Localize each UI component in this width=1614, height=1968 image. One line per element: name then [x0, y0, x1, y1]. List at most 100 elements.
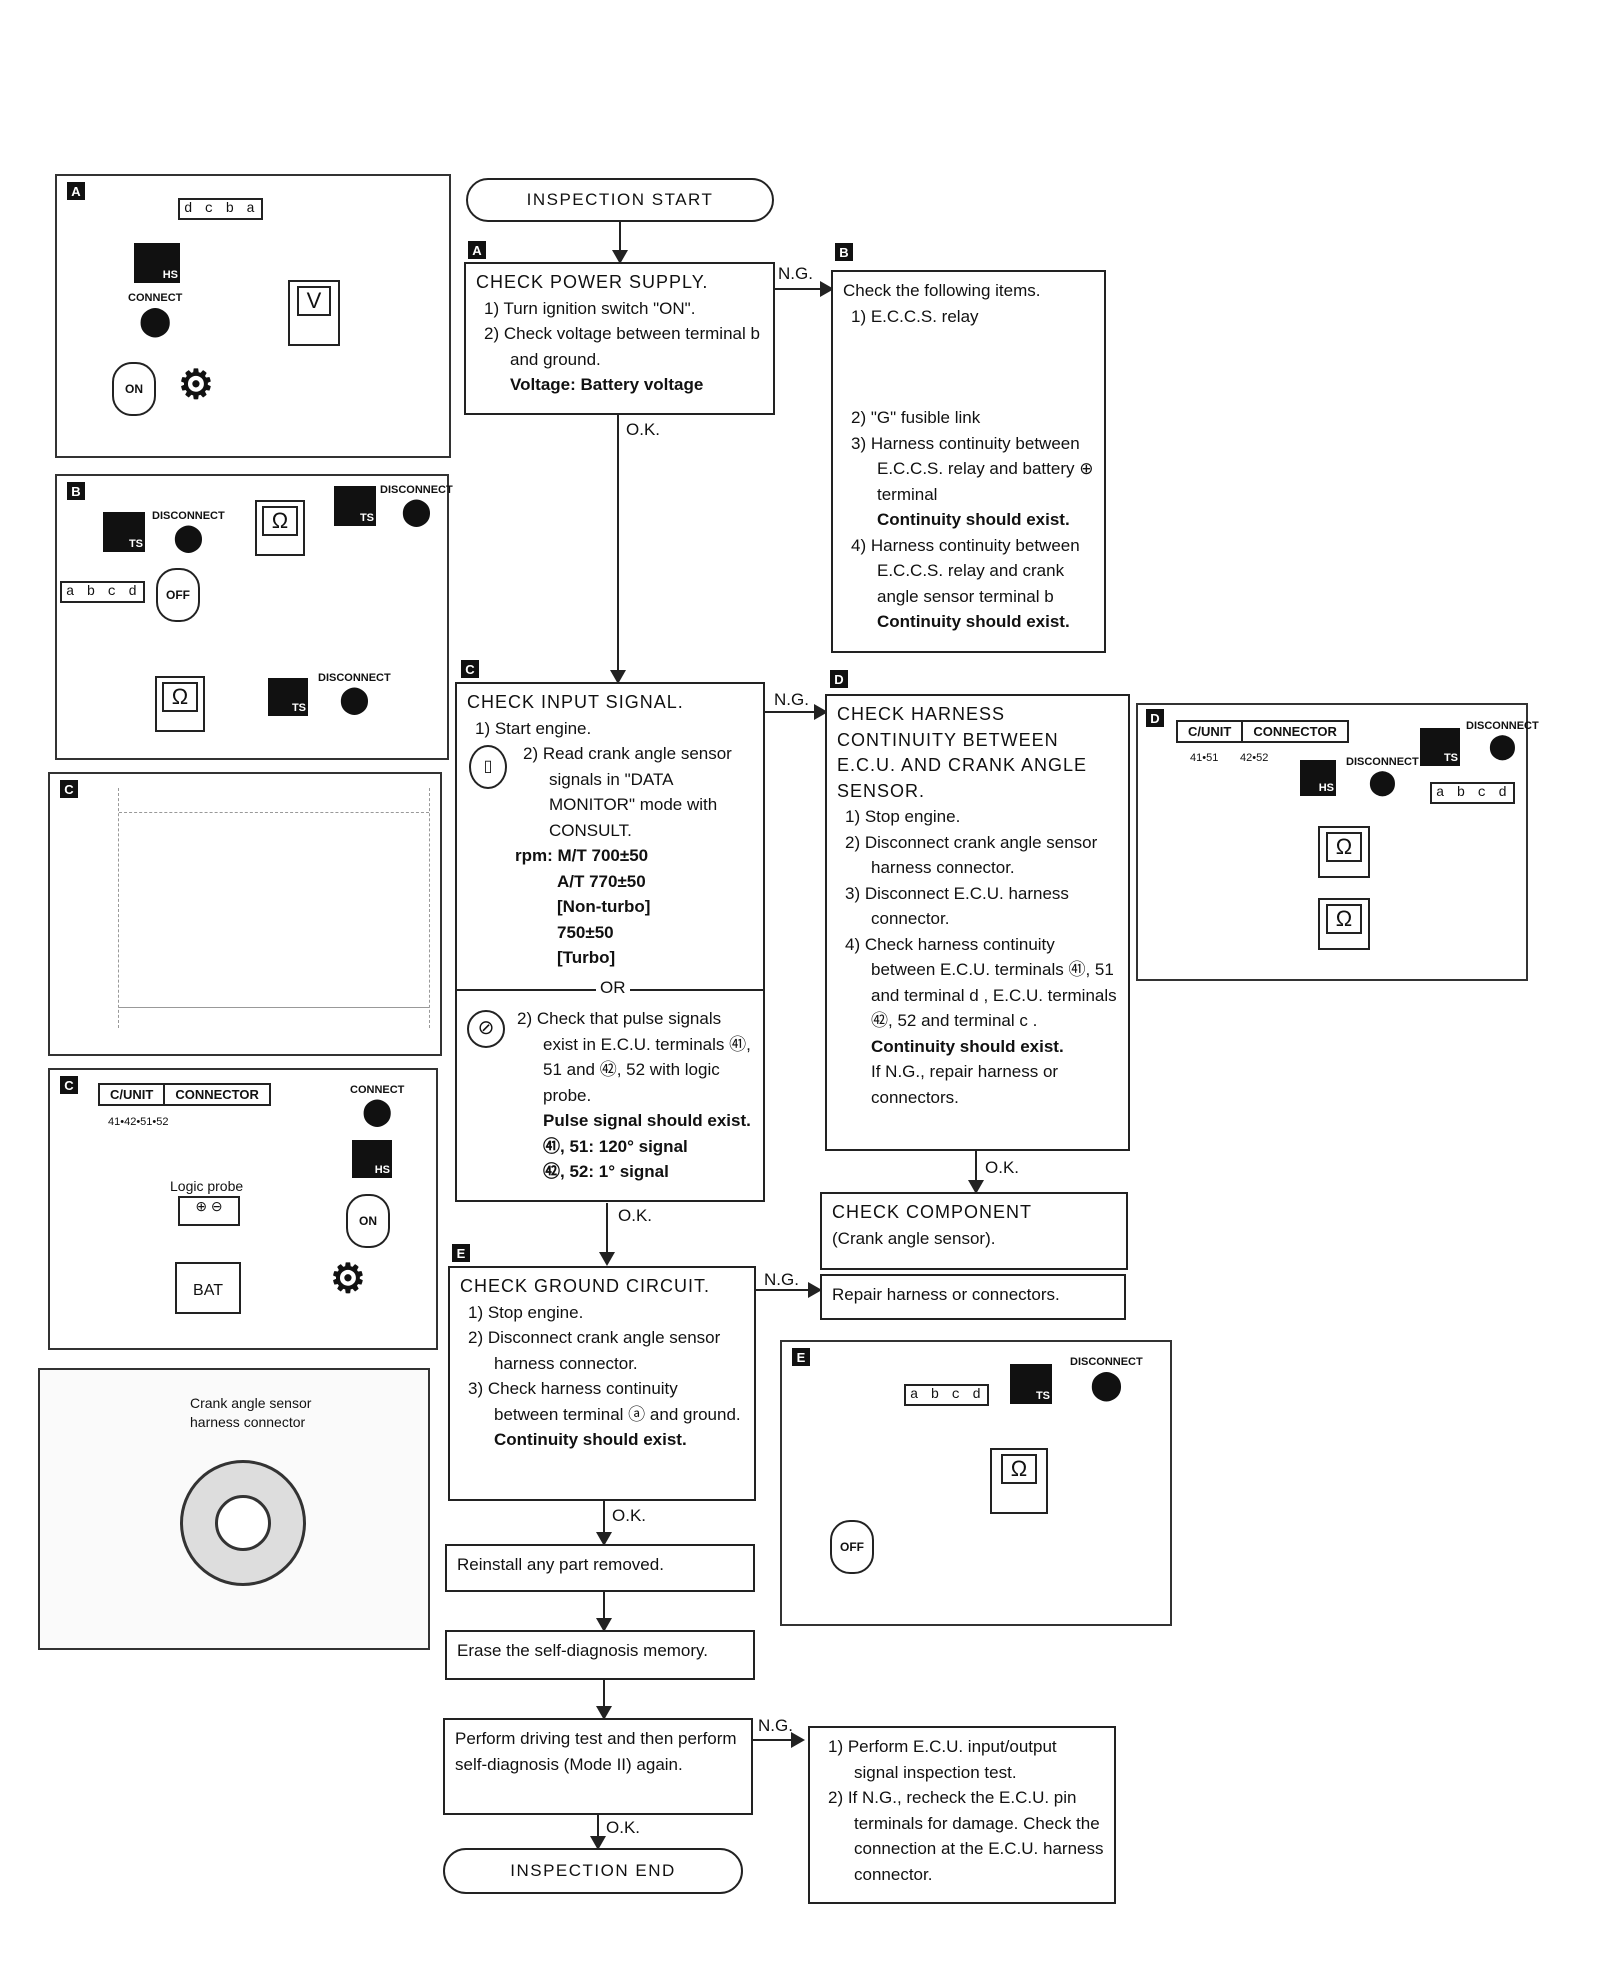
- step-b-tag: B: [835, 243, 853, 261]
- step-d-result: Continuity should exist.: [871, 1036, 1064, 1056]
- disconnect-icon: DISCONNECT⬤: [152, 510, 225, 552]
- ignition-on-icon: ON: [112, 362, 156, 416]
- no-consult-icon: ⊘: [467, 1010, 505, 1048]
- step-b-s3-result: Continuity should exist.: [877, 510, 1070, 529]
- step-b-intro: Check the following items.: [843, 281, 1041, 300]
- disconnect-icon: DISCONNECT⬤: [1070, 1356, 1143, 1400]
- step-e-s3: 3) Check harness continuity between term…: [468, 1379, 741, 1424]
- ohmmeter-icon: Ω: [1318, 826, 1370, 878]
- step-e-s2: 2) Disconnect crank angle sensor harness…: [468, 1328, 721, 1373]
- disconnect-icon: DISCONNECT⬤: [1466, 720, 1539, 760]
- rpm-turbo-value: 750±50: [557, 922, 614, 942]
- ng-label: N.G.: [778, 264, 813, 283]
- component-subtitle: (Crank angle sensor).: [832, 1228, 996, 1248]
- step-d-s4: 4) Check harness continuity between E.C.…: [845, 934, 1117, 1031]
- step-d-repair: If N.G., repair harness or connectors.: [871, 1062, 1059, 1107]
- disconnect-icon: DISCONNECT⬤: [1346, 756, 1419, 796]
- ok-label: O.K.: [612, 1506, 647, 1525]
- logic-probe-icon: ⊕ ⊖: [178, 1196, 240, 1226]
- pin-label: 41•42•51•52: [108, 1116, 169, 1128]
- step-d-tag: D: [830, 670, 848, 688]
- ts-icon: TS: [1420, 728, 1460, 766]
- ohmmeter-icon: Ω: [990, 1448, 1048, 1514]
- ignition-off-icon: OFF: [830, 1520, 874, 1574]
- ts-icon: TS: [103, 512, 145, 552]
- step-d-s1: 1) Stop engine.: [845, 807, 961, 826]
- step-e-title: CHECK GROUND CIRCUIT.: [460, 1276, 711, 1296]
- rpm-values: rpm: M/T 700±50 A/T 770±50 [Non-turbo] 7…: [515, 843, 753, 971]
- or-label: OR: [596, 978, 630, 998]
- step-a-s2: 2) Check voltage between terminal b and …: [484, 324, 760, 369]
- sensor-connector: a b c d: [60, 581, 145, 603]
- step-e-result: Continuity should exist.: [494, 1430, 687, 1449]
- rpm-at: A/T 770±50: [557, 871, 646, 891]
- ignition-on-icon: ON: [346, 1194, 390, 1248]
- inspection-end: INSPECTION END: [443, 1848, 743, 1894]
- final-box: 1) Perform E.C.U. input/output signal in…: [808, 1726, 1116, 1904]
- drive-test-text: Perform driving test and then perform se…: [455, 1729, 737, 1774]
- component-box: CHECK COMPONENT (Crank angle sensor).: [820, 1192, 1128, 1270]
- final-s1: 1) Perform E.C.U. input/output signal in…: [828, 1737, 1057, 1782]
- repair-box: Repair harness or connectors.: [820, 1274, 1126, 1320]
- ts-icon: TS: [268, 678, 308, 716]
- sensor-connector: d c b a: [178, 198, 263, 220]
- erase-text: Erase the self-diagnosis memory.: [457, 1641, 709, 1660]
- consult-icon: ▯: [469, 745, 507, 789]
- step-a-box: CHECK POWER SUPPLY. 1) Turn ignition swi…: [464, 262, 775, 415]
- hs-icon: HS: [1300, 760, 1336, 796]
- step-d-s3: 3) Disconnect E.C.U. harness connector.: [845, 883, 1069, 929]
- rpm-label: rpm:: [515, 846, 553, 865]
- ohmmeter-icon: Ω: [255, 500, 305, 556]
- step-a-result: Voltage: Battery voltage: [510, 375, 704, 394]
- reinstall-box: Reinstall any part removed.: [445, 1544, 755, 1592]
- ok-label: O.K.: [626, 420, 661, 439]
- voltmeter-icon: V: [288, 280, 340, 346]
- engine-icon: ⚙: [178, 363, 214, 407]
- battery-icon: BAT: [175, 1262, 241, 1314]
- final-s2: 2) If N.G., recheck the E.C.U. pin termi…: [828, 1788, 1104, 1884]
- step-c-alt-result: Pulse signal should exist.: [543, 1111, 751, 1130]
- sensor-connector: a b c d: [1430, 782, 1515, 804]
- inspection-start: INSPECTION START: [466, 178, 774, 222]
- panel-c-tag: C: [60, 780, 78, 798]
- ng-label: N.G.: [758, 1716, 793, 1735]
- step-c-alt-text: 2) Check that pulse signals exist in E.C…: [517, 1009, 751, 1105]
- step-b-s2: 2) "G" fusible link: [851, 408, 981, 427]
- step-b-s4: 4) Harness continuity between E.C.C.S. r…: [851, 535, 1080, 606]
- step-e-box: CHECK GROUND CIRCUIT. 1) Stop engine. 2)…: [448, 1266, 756, 1501]
- panel-e-tag: E: [792, 1348, 810, 1366]
- step-c-box: CHECK INPUT SIGNAL. 1) Start engine. ▯ 2…: [455, 682, 765, 1202]
- logic-probe-label: Logic probe: [170, 1178, 244, 1194]
- step-e-tag: E: [452, 1244, 470, 1262]
- ng-label: N.G.: [764, 1270, 799, 1289]
- ng-label: N.G.: [774, 690, 809, 709]
- step-c-alt: ⊘ 2) Check that pulse signals exist in E…: [457, 1000, 763, 1191]
- connect-icon: CONNECT⬤: [128, 292, 183, 336]
- step-a-s1: 1) Turn ignition switch "ON".: [484, 298, 696, 318]
- pin-label: 41•51: [1190, 752, 1219, 764]
- panel-a-tag: A: [67, 182, 85, 200]
- step-b-box: Check the following items. 1) E.C.C.S. r…: [831, 270, 1106, 653]
- panel-d-tag: D: [1146, 709, 1164, 727]
- step-a-tag: A: [468, 241, 486, 259]
- rpm-turbo: [Turbo]: [557, 948, 616, 967]
- signal-1: ㊷, 52: 1° signal: [543, 1162, 669, 1181]
- drive-test-box: Perform driving test and then perform se…: [443, 1718, 753, 1815]
- consult-screen: [118, 788, 430, 1028]
- disconnect-icon: DISCONNECT⬤: [318, 672, 391, 714]
- step-a-title: CHECK POWER SUPPLY.: [476, 272, 709, 292]
- step-d-box: CHECK HARNESS CONTINUITY BETWEEN E.C.U. …: [825, 694, 1130, 1151]
- signal-120: ㊶, 51: 120° signal: [543, 1136, 688, 1156]
- repair-text: Repair harness or connectors.: [832, 1285, 1060, 1304]
- step-d-title: CHECK HARNESS CONTINUITY BETWEEN E.C.U. …: [837, 704, 1088, 801]
- ok-label: O.K.: [618, 1206, 653, 1225]
- pin-label: 42•52: [1240, 752, 1269, 764]
- step-b-s4-result: Continuity should exist.: [877, 612, 1070, 631]
- step-c-title: CHECK INPUT SIGNAL.: [467, 692, 684, 712]
- ts-icon: TS: [334, 486, 376, 526]
- rpm-mt: M/T 700±50: [557, 846, 649, 865]
- component-title: CHECK COMPONENT: [832, 1202, 1033, 1222]
